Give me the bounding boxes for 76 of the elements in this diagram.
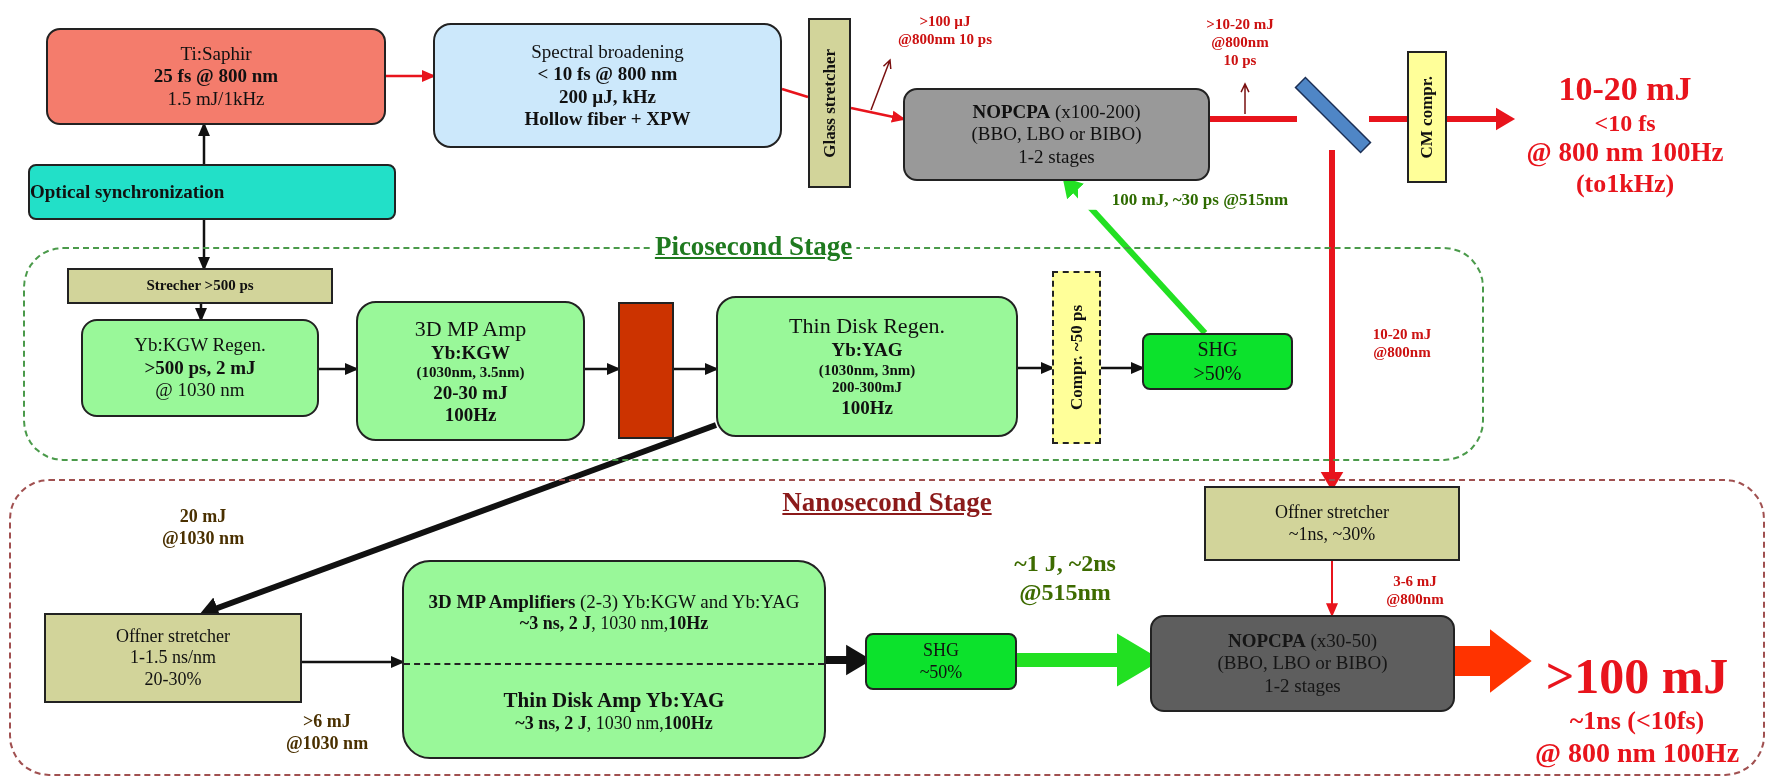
amplifier-box <box>716 296 1018 437</box>
box-label: Yb:KGW Regen. <box>134 334 266 357</box>
stretcher-box <box>1204 486 1460 561</box>
box-label: Ti:Saphir <box>180 42 252 66</box>
box-label: Thin Disk Regen. <box>789 313 945 340</box>
shg-box <box>1142 333 1293 390</box>
arrow <box>198 220 210 271</box>
output-label: @ 800 nm 100Hz <box>1526 136 1724 169</box>
box-label: 20-30% <box>144 668 202 690</box>
box-label: 20-30 mJ <box>433 381 508 404</box>
box-label: < 10 fs @ 800 nm <box>537 63 678 86</box>
box-label: Compr. ~50 ps <box>1066 304 1087 410</box>
box-label: (BBO, LBO or BIBO) <box>971 123 1142 146</box>
box-label: Yb:KGW <box>430 341 511 364</box>
box-label: SHG <box>923 640 959 662</box>
box-label: Glass stretcher <box>819 48 840 158</box>
compressor-box <box>1052 271 1101 444</box>
arrow <box>195 304 207 322</box>
box-label: 3D MP Amplifiers (2-3) Yb:KGW and Yb:YAG <box>428 590 800 614</box>
box-label: Offner stretcher <box>115 626 231 648</box>
amplifier-box <box>356 301 585 441</box>
box-label: 1-1.5 ns/nm <box>130 647 216 669</box>
output-label: >100 mJ <box>1545 646 1729 706</box>
box-label: (BBO, LBO or BIBO) <box>1217 652 1388 675</box>
box-label: ~1ns, ~30% <box>1288 523 1376 545</box>
box-label: CM compr. <box>1417 75 1437 159</box>
box-label: Offner stretcher <box>1274 502 1390 524</box>
arrow <box>198 122 210 164</box>
shg-box <box>865 633 1017 690</box>
laser-box <box>46 28 386 125</box>
sync-box <box>28 164 396 220</box>
box-label: 100Hz <box>841 397 893 420</box>
output-label: (to1kHz) <box>1575 168 1675 200</box>
box-label: (1030nm, 3nm) <box>818 361 916 380</box>
box-label: Optical synchronization <box>30 180 225 204</box>
compressor-box <box>1407 51 1447 183</box>
amplifier-box <box>1150 615 1455 712</box>
box-label: Thin Disk Amp Yb:YAG <box>503 688 725 713</box>
process-box <box>433 23 782 148</box>
arrow <box>1447 107 1516 131</box>
box-label: NOPCPA (x30-50) <box>1228 629 1377 653</box>
block-arrow <box>1455 629 1532 693</box>
box-label: 1-2 stages <box>1018 145 1095 169</box>
output-label: @ 800 nm 100Hz <box>1534 736 1740 770</box>
box-label: Yb:YAG <box>831 339 903 362</box>
box-label: @ 1030 nm <box>155 379 245 402</box>
box-label: Strecher >500 ps <box>146 277 254 295</box>
stage-group <box>9 479 1765 776</box>
box-label: SHG <box>1197 337 1238 362</box>
amplifier-box <box>903 88 1210 181</box>
box-label: 1.5 mJ/1kHz <box>167 87 265 111</box>
box-label: 100Hz <box>444 404 497 427</box>
stretcher-box <box>67 268 333 304</box>
output-label: ~1ns (<10fs) <box>1569 705 1705 737</box>
box-label: ~3 ns, 2 J, 1030 nm,10Hz <box>519 613 709 635</box>
box-label: Hollow fiber + XPW <box>524 107 691 131</box>
arrow <box>1326 560 1338 618</box>
amplifier-box <box>81 319 319 417</box>
output-label: 10-20 mJ <box>1558 68 1692 109</box>
box-label: NOPCPA (x100-200) <box>972 100 1141 124</box>
box-label: ~3 ns, 2 J, 1030 nm,100Hz <box>515 712 713 734</box>
box-label: 200-300mJ <box>832 379 902 398</box>
box-label: ~50% <box>919 661 963 683</box>
stretcher-box <box>44 613 302 703</box>
box-label: 1-2 stages <box>1264 674 1341 698</box>
box-label: 3D MP Amp <box>414 315 527 342</box>
box-label: 200 µJ, kHz <box>559 85 656 108</box>
box-label: 25 fs @ 800 nm <box>153 65 279 88</box>
box-label: Spectral broadening <box>531 40 684 64</box>
output-label: <10 fs <box>1594 108 1656 137</box>
box-label: (1030nm, 3.5nm) <box>416 363 525 382</box>
amplifier-box <box>402 560 826 759</box>
filter-box <box>618 302 674 439</box>
stretcher-box <box>808 18 851 188</box>
box-label: >500 ps, 2 mJ <box>144 356 256 380</box>
box-label: >50% <box>1193 361 1242 386</box>
